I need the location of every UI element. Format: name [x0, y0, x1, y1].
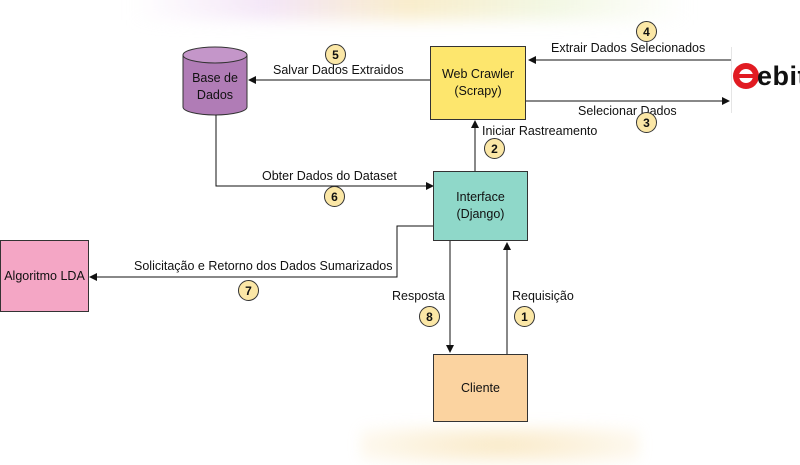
database-label: Base de Dados: [192, 71, 238, 102]
interface-label: Interface (Django): [456, 190, 505, 221]
label-requisicao: Requisição: [512, 289, 574, 303]
web-crawler-label: Web Crawler (Scrapy): [441, 67, 514, 98]
top-glow: [130, 0, 690, 20]
label-resposta: Resposta: [392, 289, 445, 303]
step-badge-7: 7: [238, 280, 259, 301]
step-badge-3: 3: [636, 112, 657, 133]
edge-obter: [215, 115, 434, 190]
connector-lines: [89, 46, 731, 354]
step-badge-4: 4: [636, 21, 657, 42]
algoritmo-lda-label: Algoritmo LDA: [4, 268, 85, 283]
label-iniciar: Iniciar Rastreamento: [482, 124, 598, 138]
label-obter: Obter Dados do Dataset: [262, 169, 397, 183]
cliente-label: Cliente: [461, 380, 500, 395]
label-selecionar: Selecionar Dados: [578, 104, 677, 118]
edge-solicitacao: [89, 225, 433, 281]
label-extrair: Extrair Dados Selecionados: [551, 41, 706, 55]
label-salvar: Salvar Dados Extraidos: [273, 63, 404, 77]
interface-node: Interface (Django): [433, 171, 528, 241]
step-badge-5: 5: [325, 44, 346, 65]
label-solicitacao: Solicitação e Retorno dos Dados Sumariza…: [134, 259, 393, 273]
step-badge-8: 8: [419, 306, 440, 327]
web-crawler-node: Web Crawler (Scrapy): [430, 46, 526, 120]
step-badge-2: 2: [484, 138, 505, 159]
algoritmo-lda-node: Algoritmo LDA: [0, 240, 89, 312]
step-badge-1: 1: [514, 306, 535, 327]
step-badge-6: 6: [324, 186, 345, 207]
ebit-logo-text: ebit: [757, 61, 800, 91]
cliente-node: Cliente: [433, 354, 528, 422]
database-cylinder: [182, 46, 248, 116]
